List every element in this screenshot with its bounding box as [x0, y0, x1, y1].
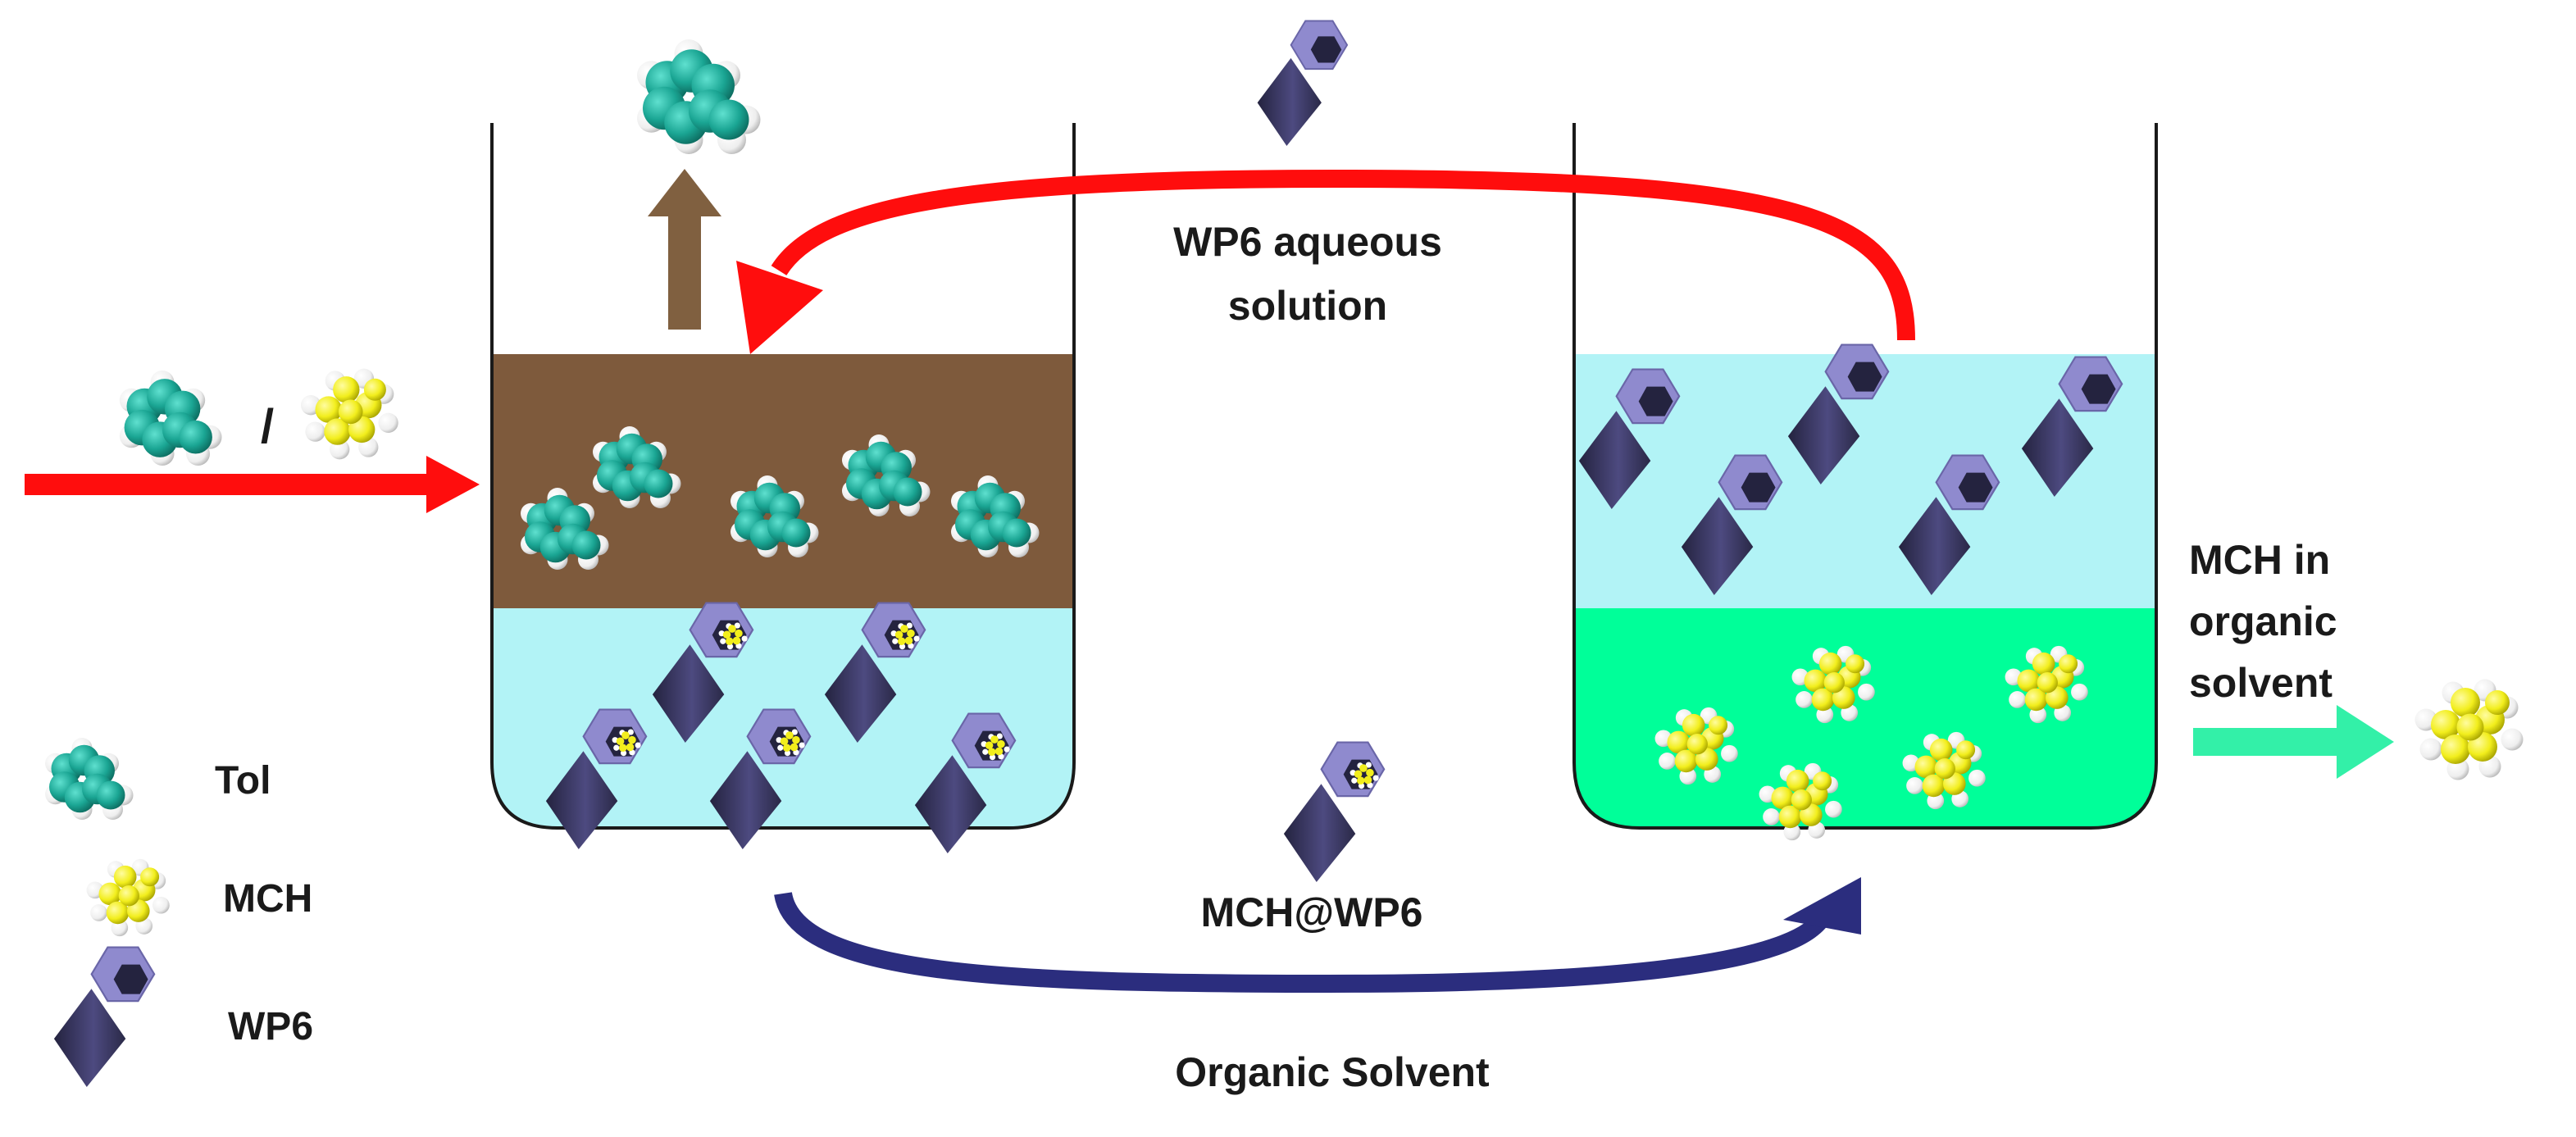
mch-in-label-line2: organic — [2189, 598, 2337, 644]
output-mch-molecule-icon — [2414, 679, 2524, 780]
toluene-release-arrowhead — [648, 169, 721, 216]
floating-wp6-icon — [1256, 20, 1348, 147]
feed-toluene-molecule-icon — [119, 371, 222, 466]
toluene-release-arrow-shaft — [668, 215, 701, 330]
mch-wp6-complex-icon — [1282, 741, 1386, 883]
mch-in-label-line3: solvent — [2189, 660, 2333, 706]
wp6-aqueous-label-line1: WP6 aqueous — [1173, 219, 1442, 265]
output-arrowhead — [2337, 705, 2394, 779]
legend-toluene-icon — [45, 738, 134, 820]
right-beaker-wall — [1572, 123, 2158, 830]
feed-mch-molecule-icon — [300, 368, 398, 460]
red-recycle-arrowhead — [736, 261, 823, 354]
legend-label-tol: Tol — [215, 759, 271, 803]
feed-separator: / — [261, 400, 274, 453]
mch-in-label-line1: MCH in — [2189, 537, 2330, 583]
organic-solvent-label: Organic Solvent — [1175, 1049, 1490, 1095]
legend-mch-icon — [86, 858, 170, 937]
legend-label-wp6: WP6 — [228, 1005, 313, 1048]
wp6-aqueous-label-line2: solution — [1228, 283, 1387, 329]
feed-arrowhead — [426, 456, 480, 513]
feed-arrow-shaft — [25, 474, 443, 495]
released-toluene-molecule-icon — [637, 39, 761, 154]
red-recycle-arrow — [771, 169, 1915, 341]
legend-label-mch: MCH — [223, 877, 312, 921]
legend-wp6-icon — [52, 946, 156, 1088]
blue-transfer-arrow — [774, 891, 1833, 994]
left-beaker-wall — [490, 123, 1076, 830]
mch-at-wp6-label: MCH@WP6 — [1201, 889, 1423, 935]
blue-transfer-arrowhead — [1783, 877, 1861, 935]
output-arrow-shaft — [2193, 728, 2341, 756]
legend: Tol MCH WP6 — [45, 738, 313, 1088]
